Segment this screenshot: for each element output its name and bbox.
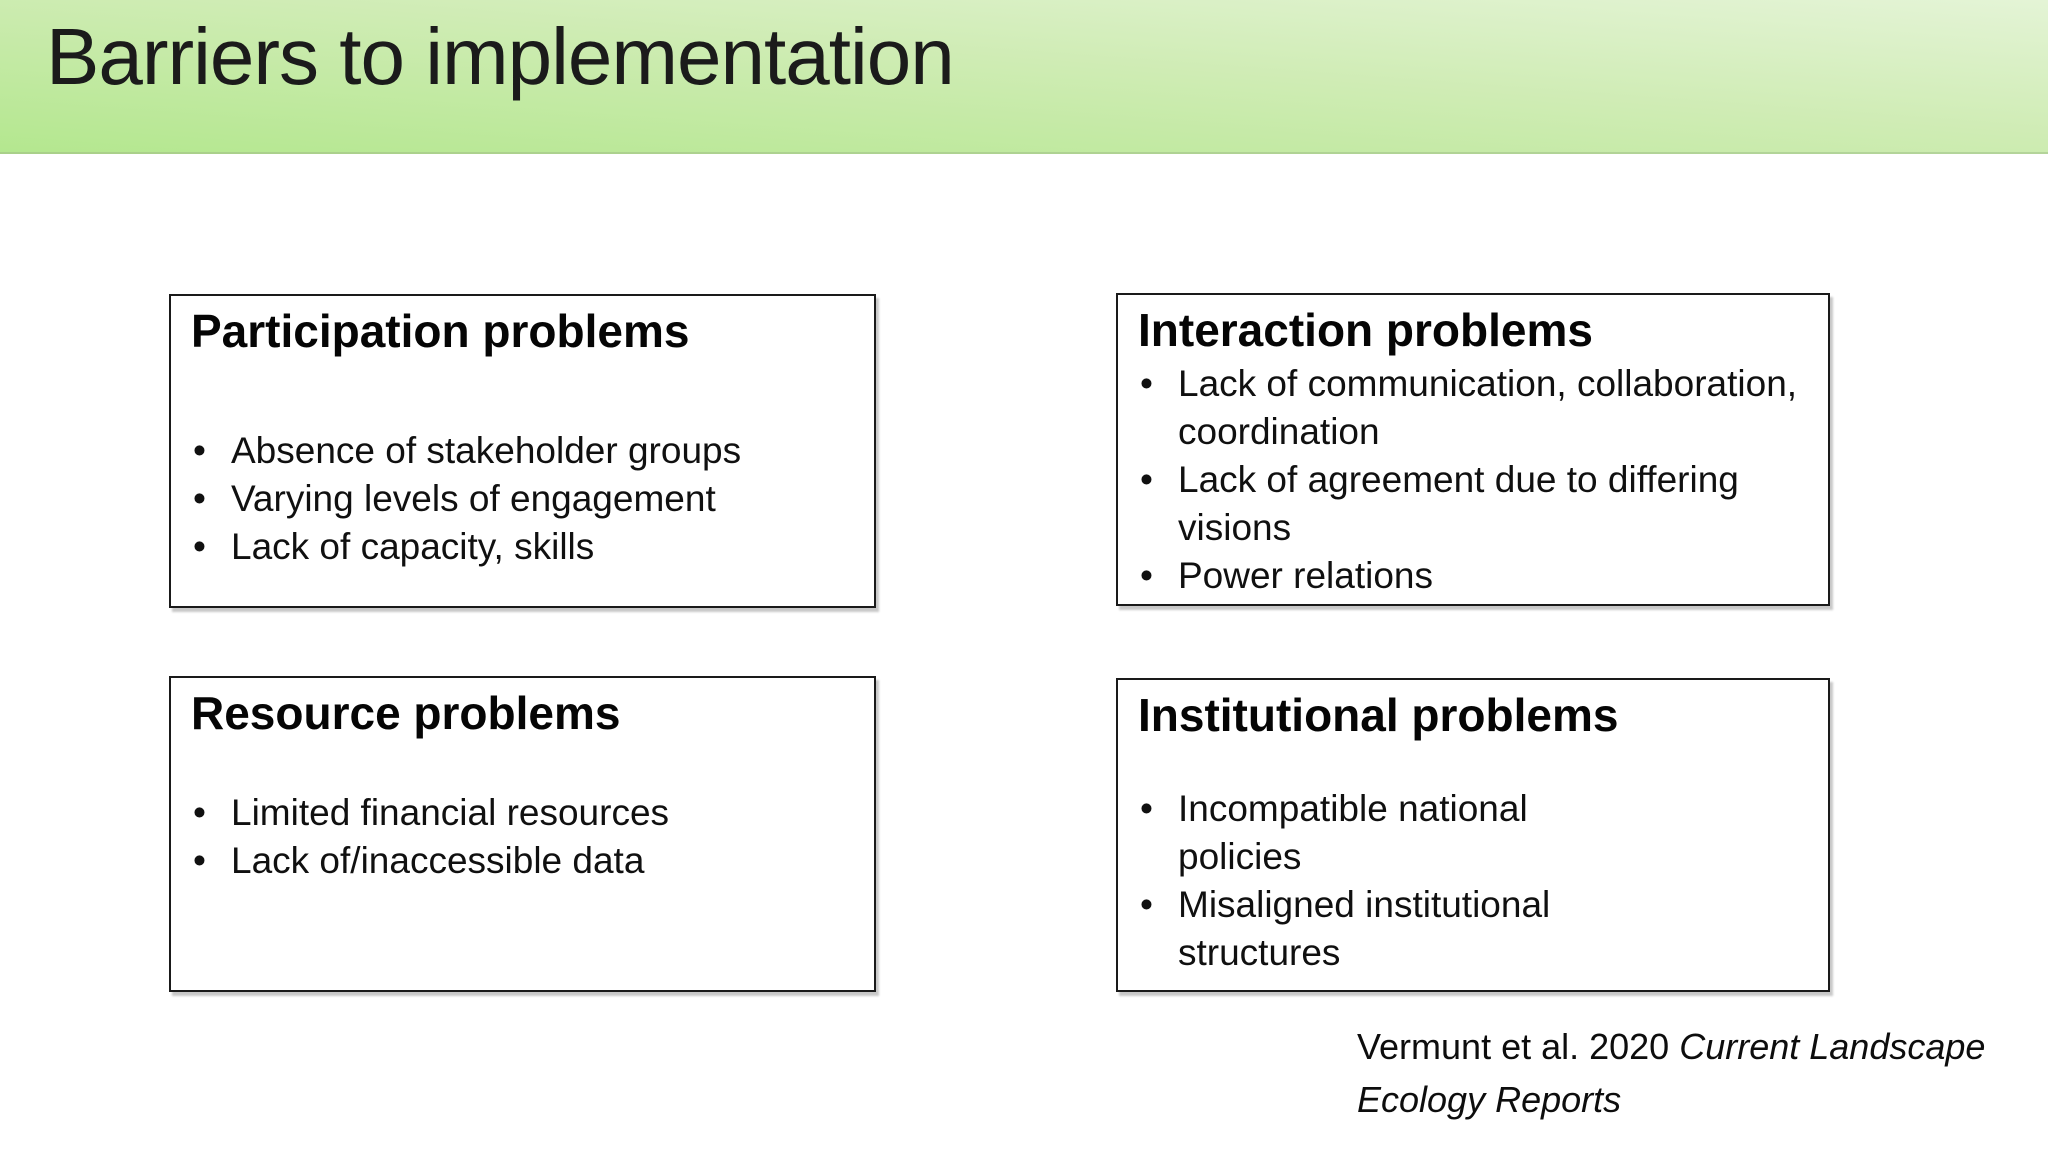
citation-journal: Current Landscape Ecology Reports <box>1357 1026 1986 1120</box>
bullet-item: Misaligned institutional structures <box>1138 881 1808 977</box>
title-banner: Barriers to implementation <box>0 0 2048 154</box>
bullet-item: Lack of capacity, skills <box>191 523 854 571</box>
box-resource-problems: Resource problems Limited financial reso… <box>169 676 876 992</box>
bullet-item: Limited financial resources <box>191 789 854 837</box>
bullet-item: Lack of communication, collaboration, co… <box>1138 360 1808 456</box>
box-institutional-problems: Institutional problems Incompatible nati… <box>1116 678 1830 992</box>
citation: Vermunt et al. 2020 Current Landscape Ec… <box>1357 1020 2019 1126</box>
bullet-item: Lack of agreement due to differing visio… <box>1138 456 1808 552</box>
box-title: Institutional problems <box>1138 689 1619 741</box>
box-title: Resource problems <box>191 687 621 739</box>
bullet-item: Lack of/inaccessible data <box>191 837 854 885</box>
box-participation-problems: Participation problems Absence of stakeh… <box>169 294 876 608</box>
box-interaction-problems: Interaction problems Lack of communicati… <box>1116 293 1830 606</box>
bullet-item: Varying levels of engagement <box>191 475 854 523</box>
bullet-item: Power relations <box>1138 552 1808 600</box>
citation-authors: Vermunt et al. 2020 <box>1357 1026 1680 1067</box>
bullet-item: Absence of stakeholder groups <box>191 427 854 475</box>
bullet-list: Absence of stakeholder groups Varying le… <box>191 427 854 571</box>
bullet-list: Incompatible national policies Misaligne… <box>1138 785 1808 977</box>
slide-title: Barriers to implementation <box>46 12 955 101</box>
bullet-list: Lack of communication, collaboration, co… <box>1138 360 1808 600</box>
bullet-item: Incompatible national policies <box>1138 785 1808 881</box>
box-title: Participation problems <box>191 305 690 357</box>
box-title: Interaction problems <box>1138 304 1593 356</box>
bullet-list: Limited financial resources Lack of/inac… <box>191 789 854 885</box>
